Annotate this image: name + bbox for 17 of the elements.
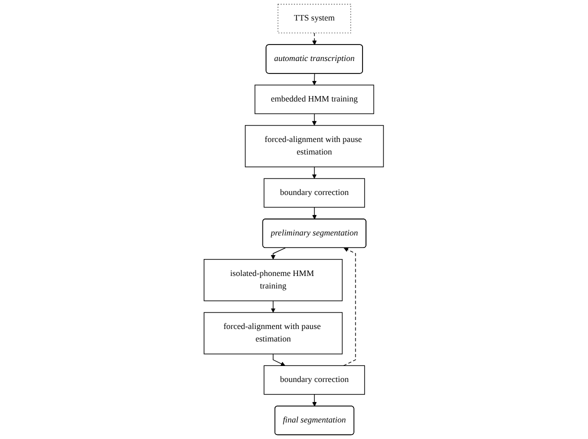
node-box: forced-alignment with pause estimation xyxy=(204,312,343,354)
arrow xyxy=(312,394,317,407)
node-box: boundary correction xyxy=(264,365,366,395)
node-box: forced-alignment with pause estimation xyxy=(245,125,384,168)
arrow xyxy=(271,248,286,260)
arrow xyxy=(312,73,317,86)
node-box: embedded HMM training xyxy=(254,84,374,114)
arrow xyxy=(312,206,317,220)
arrow xyxy=(271,300,276,313)
arrow xyxy=(273,354,286,366)
node-box: TTS system xyxy=(278,4,352,34)
node-box: boundary correction xyxy=(264,178,366,208)
arrow xyxy=(344,248,356,366)
node-box: isolated-phoneme HMM training xyxy=(204,259,343,302)
arrow xyxy=(312,32,317,46)
arrow xyxy=(312,166,317,179)
arrow xyxy=(312,113,317,126)
